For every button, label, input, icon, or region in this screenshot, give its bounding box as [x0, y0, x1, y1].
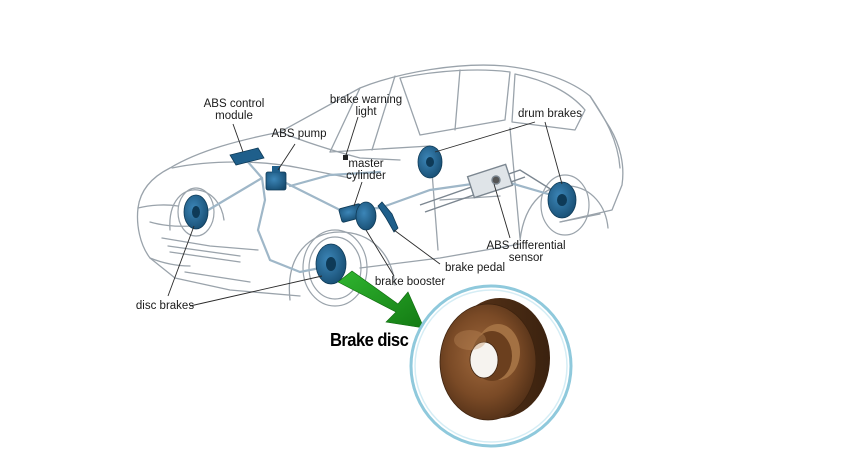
label-abs-differential-sensor-line1: ABS differential [486, 240, 566, 252]
leader-master-cylinder [353, 181, 363, 207]
tyres [177, 174, 590, 307]
leader-abs-differential-sensor [493, 183, 511, 239]
brake-lines [203, 160, 557, 274]
label-drum-brakes-text: drum brakes [518, 108, 582, 120]
leader-brake-booster [365, 229, 395, 277]
leader-disc-brakes-right [189, 275, 323, 307]
label-abs-pump-text: ABS pump [271, 128, 327, 140]
front-right-disc-brake-part [315, 243, 347, 285]
label-disc-brakes: disc brakes [130, 300, 200, 312]
brake-disc-title: Brake disc [330, 330, 409, 350]
brake-disc-callout [409, 284, 573, 448]
label-abs-pump: ABS pump [268, 128, 330, 140]
leader-brake-pedal [393, 229, 441, 265]
label-brake-warning-light-line2: light [355, 106, 377, 118]
label-brake-booster-text: brake booster [374, 276, 446, 288]
leader-disc-brakes-left [167, 225, 195, 297]
label-master-cylinder-line1: master [348, 158, 384, 170]
label-brake-warning-light-line1: brake warning [329, 94, 403, 106]
label-drum-brakes: drum brakes [512, 108, 588, 120]
brake-disc-image [439, 298, 550, 421]
leader-abs-pump [277, 143, 296, 171]
leader-brake-warning-light [345, 116, 359, 156]
label-abs-control-module: ABS control module [196, 98, 272, 122]
label-abs-differential-sensor: ABS differential sensor [478, 240, 574, 264]
rear-left-drum-brake-part [417, 145, 443, 179]
label-master-cylinder-line2: cylinder [346, 170, 386, 182]
front-left-disc-brake-part [183, 194, 209, 230]
label-brake-pedal-text: brake pedal [444, 262, 506, 274]
green-arrow [337, 270, 425, 329]
label-brake-warning-light: brake warning light [326, 94, 406, 118]
brake-warning-light-part [343, 155, 348, 160]
label-brake-booster: brake booster [368, 276, 452, 288]
leader-drum-brakes-rear-left [434, 121, 536, 153]
leader-lines [167, 116, 563, 307]
label-abs-differential-sensor-line2: sensor [508, 252, 544, 264]
label-brake-pedal: brake pedal [440, 262, 510, 274]
leader-drum-brakes-rear-right [544, 121, 563, 185]
abs-control-module-part [229, 147, 265, 166]
label-disc-brakes-text: disc brakes [135, 300, 195, 312]
brake-booster-part [355, 201, 377, 231]
label-abs-control-module-line2: module [215, 110, 253, 122]
label-abs-control-module-line1: ABS control [203, 98, 265, 110]
brake-pedal-part [377, 201, 399, 233]
axle [419, 163, 561, 213]
leader-abs-control-module [232, 123, 244, 153]
label-master-cylinder: master cylinder [340, 158, 392, 182]
abs-pump-part [265, 166, 287, 191]
brake-components [183, 145, 577, 285]
rear-right-drum-brake-part [547, 181, 577, 219]
